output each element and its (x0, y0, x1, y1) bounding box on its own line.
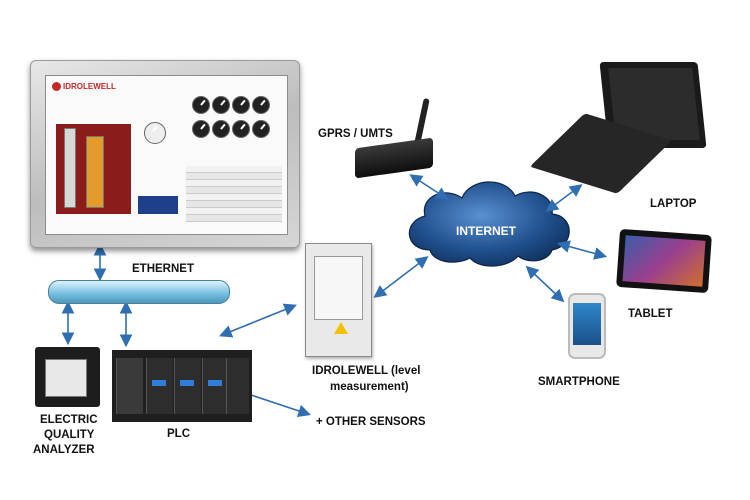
internet-cloud-icon (408, 181, 570, 267)
analyzer-label-line1: ELECTRIC (40, 414, 98, 426)
hmi-chart-thumbnail (138, 196, 178, 214)
arrow-internet-tablet (556, 240, 608, 260)
plc-label: PLC (167, 428, 190, 440)
other-sensors-label: + OTHER SENSORS (316, 416, 426, 428)
hmi-tank-left (64, 128, 76, 208)
ethernet-label: ETHERNET (132, 263, 194, 275)
arrow-internet-laptop (545, 184, 583, 212)
analyzer-label-line3: ANALYZER (33, 444, 95, 456)
gprs-umts-label: GPRS / UMTS (318, 128, 393, 140)
gauge-icon (192, 120, 210, 138)
arrow-plc-idrolewell (219, 303, 297, 338)
ethernet-bus-icon (48, 280, 230, 304)
tablet-label: TABLET (628, 308, 673, 320)
pressure-gauge-icon (144, 122, 166, 144)
gauge-icon (252, 96, 270, 114)
warning-icon (334, 322, 348, 334)
idrolewell-label-line2: measurement) (330, 381, 409, 393)
analyzer-label-line2: QUALITY (44, 429, 95, 441)
idrolewell-cabinet-icon (305, 243, 372, 357)
hmi-logo: IDROLEWELL (52, 82, 116, 92)
smartphone-icon (568, 293, 606, 359)
arrow-idrolewell-internet (373, 256, 429, 298)
arrow-gprs-internet (409, 174, 449, 200)
gauge-icon (232, 120, 250, 138)
hmi-data-table (186, 166, 282, 222)
internet-label: INTERNET (456, 224, 516, 238)
idrolewell-label-line1: IDROLEWELL (level (312, 365, 421, 377)
smartphone-label: SMARTPHONE (538, 376, 620, 388)
tablet-icon (616, 228, 712, 294)
gauge-icon (212, 120, 230, 138)
hmi-screen: IDROLEWELL (45, 75, 288, 235)
hmi-logo-text: IDROLEWELL (63, 82, 116, 91)
gauge-icon (192, 96, 210, 114)
arrow-internet-smartphone (525, 265, 565, 303)
hmi-tank-right (86, 136, 104, 208)
laptop-label: LAPTOP (650, 198, 697, 210)
gauge-icon (212, 96, 230, 114)
plc-icon (112, 350, 252, 422)
gauge-icon (232, 96, 250, 114)
analyzer-icon (35, 347, 100, 407)
gauge-icon (252, 120, 270, 138)
